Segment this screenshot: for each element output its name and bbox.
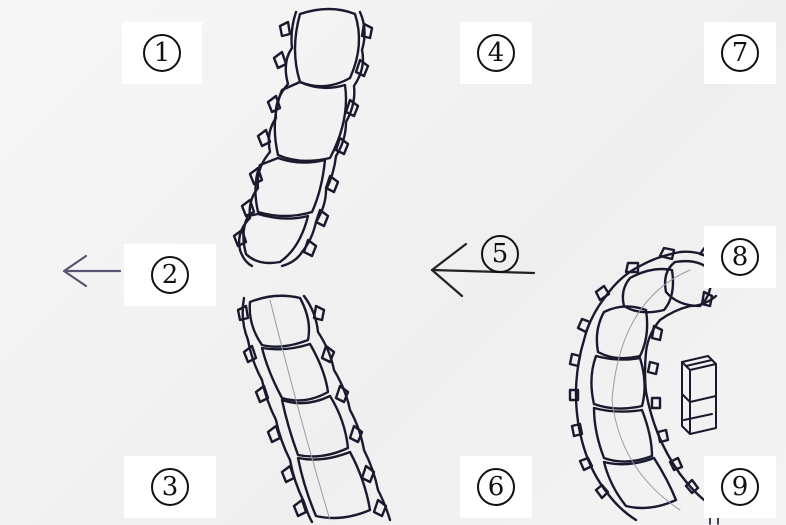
- label-9: 9: [721, 468, 759, 506]
- label-4: 4: [477, 34, 515, 72]
- label-box-7: 7: [704, 22, 776, 84]
- cell-chain-upper: [234, 9, 372, 266]
- label-box-3: 3: [124, 456, 216, 518]
- label-box-9: 9: [704, 456, 776, 518]
- label-box-2: 2: [124, 244, 216, 306]
- label-box-8: 8: [704, 226, 776, 288]
- label-1: 1: [143, 34, 181, 72]
- cell-chain-lower: [238, 296, 390, 522]
- label-7: 7: [721, 34, 759, 72]
- label-2: 2: [151, 256, 189, 294]
- label-box-4: 4: [460, 22, 532, 84]
- brick-sketch: [682, 356, 716, 434]
- cell-chain-curved: [570, 246, 718, 520]
- label-8: 8: [721, 238, 759, 276]
- label-box-1: 1: [122, 22, 202, 84]
- label-box-5: 5: [470, 226, 530, 282]
- label-box-6: 6: [460, 456, 532, 518]
- label-3: 3: [151, 468, 189, 506]
- arrow-left-icon: [64, 256, 120, 286]
- label-5: 5: [481, 235, 519, 273]
- label-6: 6: [477, 468, 515, 506]
